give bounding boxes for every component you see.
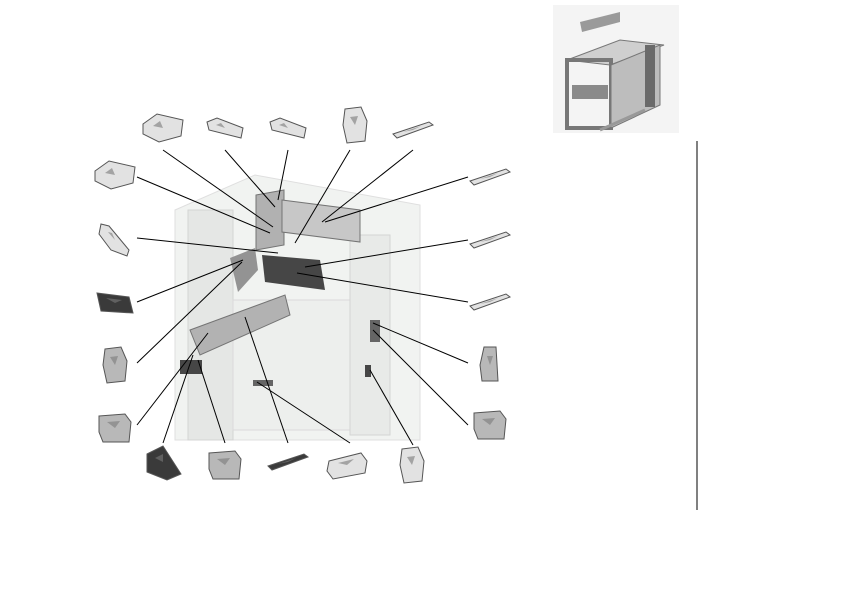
leader-line [244, 316, 289, 444]
leader-line [256, 381, 351, 444]
part-shade [110, 356, 118, 365]
part-shade [153, 121, 163, 128]
part-box [208, 450, 242, 480]
part-shape [479, 346, 499, 382]
leader-line [304, 239, 469, 268]
leader-line [369, 369, 414, 446]
leader-line [224, 149, 276, 208]
part-shade [482, 418, 495, 425]
part-plate [342, 106, 368, 144]
part-panel [96, 292, 134, 314]
leader-line [136, 259, 244, 303]
part-shade [403, 126, 421, 132]
part-hood [94, 160, 136, 190]
part-block [326, 452, 368, 480]
part-box [473, 410, 507, 440]
leader-line [162, 354, 194, 444]
part-hood [142, 113, 184, 143]
main-frame-assembly [174, 174, 421, 441]
part-plate [399, 446, 425, 484]
part-shape [326, 452, 368, 480]
leader-line [296, 272, 469, 303]
part-shade [480, 173, 498, 179]
part-bar [392, 121, 435, 139]
part-bar [469, 293, 512, 311]
part-box [98, 413, 132, 443]
leader-line [136, 176, 271, 234]
leader-line [372, 322, 469, 364]
part-bar [469, 168, 512, 186]
part-bar [267, 453, 310, 471]
part-shade [105, 168, 115, 175]
leader-line [162, 149, 274, 228]
part-shade [407, 456, 415, 465]
part-shade [155, 454, 163, 462]
part-shade [487, 356, 493, 365]
part-shape [146, 445, 182, 481]
part-shade [279, 123, 288, 128]
leader-line [277, 149, 289, 201]
part-shade [108, 232, 115, 240]
part-grille [146, 445, 182, 481]
part-bracket [206, 117, 244, 139]
leader-line [372, 329, 469, 426]
part-bar [469, 231, 512, 249]
part-shade [217, 458, 230, 465]
part-shade [107, 421, 120, 428]
leader-line [197, 359, 226, 444]
parts [94, 106, 512, 484]
part-tall [479, 346, 499, 382]
part-shape [98, 223, 130, 257]
leader-line [136, 237, 279, 254]
part-shade [278, 458, 296, 464]
leader-line [136, 332, 209, 426]
leader-line [294, 149, 351, 244]
leader-line [324, 176, 469, 223]
part-shade [350, 116, 358, 125]
part-plate [102, 346, 128, 384]
part-shade [480, 236, 498, 242]
leader-line [321, 149, 414, 223]
leader-lines [136, 149, 469, 446]
part-shade [106, 298, 122, 303]
part-shade [338, 459, 354, 465]
part-shade [216, 123, 225, 128]
part-frame [98, 223, 130, 257]
part-bracket [269, 117, 307, 139]
part-shade [480, 298, 498, 304]
assembly-overview-thumbnail [553, 5, 679, 133]
leader-line [136, 261, 243, 364]
